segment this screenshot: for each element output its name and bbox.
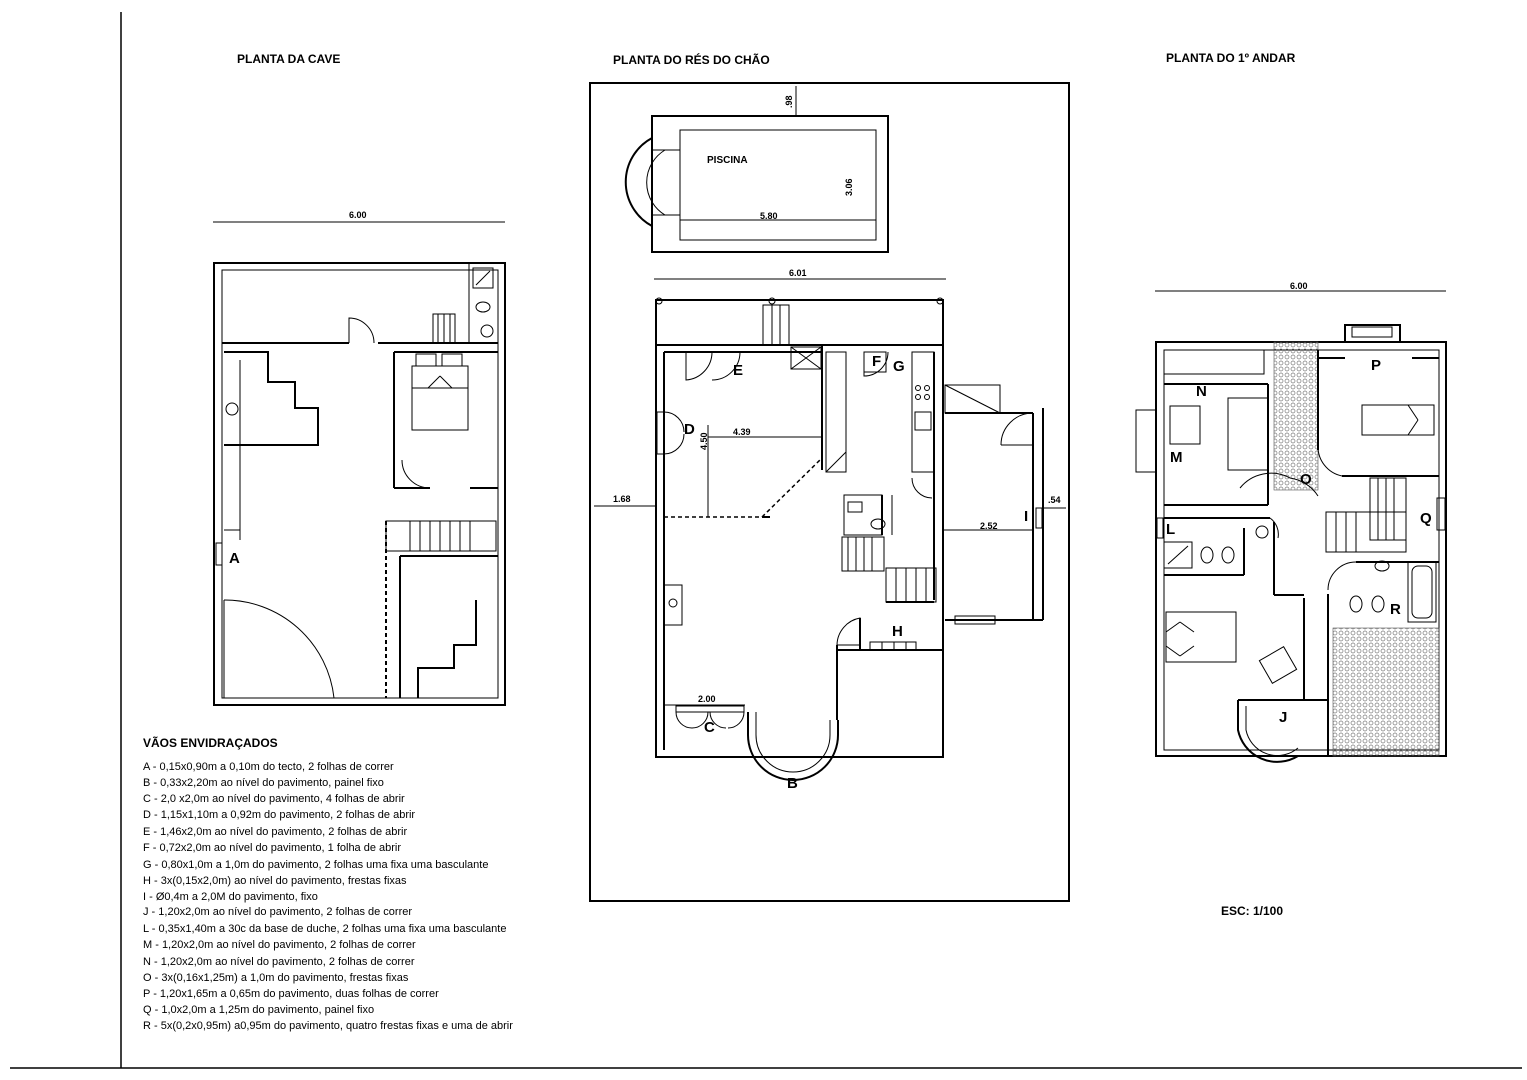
dim-rc-garage: 2.52	[980, 521, 998, 531]
pool-label: PISCINA	[707, 155, 748, 166]
opening-p-label: P	[1371, 357, 1381, 374]
dim-pool-top: .98	[784, 95, 794, 108]
opening-n-label: N	[1196, 383, 1207, 400]
legend-item: Q - 1,0x2,0m a 1,25m do pavimento, paine…	[143, 1004, 374, 1016]
opening-e-label: E	[733, 362, 743, 379]
opening-l-label: L	[1166, 521, 1175, 538]
legend-item: M - 1,20x2,0m ao nível do pavimento, 2 f…	[143, 939, 416, 951]
opening-g-label: G	[893, 358, 905, 375]
opening-h-label: H	[892, 623, 903, 640]
opening-c-label: C	[704, 719, 715, 736]
legend-item: G - 0,80x1,0m a 1,0m do pavimento, 2 fol…	[143, 859, 488, 871]
legend-item: B - 0,33x2,20m ao nível do pavimento, pa…	[143, 777, 384, 789]
sheet-border	[10, 12, 1522, 1069]
dim-pool-length: 5.80	[760, 211, 778, 221]
basement-plan: 6.00 A	[213, 210, 506, 706]
opening-b-label: B	[787, 775, 798, 792]
opening-f-label: F	[872, 353, 881, 370]
legend-item: A - 0,15x0,90m a 0,10m do tecto, 2 folha…	[143, 761, 394, 773]
dim-rc-d-height: 4.50	[699, 432, 709, 450]
title-cave: PLANTA DA CAVE	[237, 52, 340, 66]
legend-item: L - 0,35x1,40m a 30c da base de duche, 2…	[143, 923, 506, 935]
dim-rc-room-width: 4.39	[733, 427, 751, 437]
opening-a-label: A	[229, 550, 240, 567]
dim-rc-right: .54	[1048, 495, 1061, 505]
legend-item: P - 1,20x1,65m a 0,65m do pavimento, dua…	[143, 988, 439, 1000]
dim-cave-width: 6.00	[349, 210, 367, 220]
legend-item: E - 1,46x2,0m ao nível do pavimento, 2 f…	[143, 826, 407, 838]
legend-item: D - 1,15x1,10m a 0,92m do pavimento, 2 f…	[143, 809, 415, 821]
legend-item: I - Ø0,4m a 2,0M do pavimento, fixo	[143, 891, 318, 903]
opening-i-label: I	[1024, 508, 1028, 525]
dim-rc-width: 6.01	[789, 268, 807, 278]
glazing-legend: VÃOS ENVIDRAÇADOS A - 0,15x0,90m a 0,10m…	[143, 735, 513, 1032]
dim-pool-width: 3.06	[844, 178, 854, 196]
dim-rc-c-width: 2.00	[698, 694, 716, 704]
opening-m-label: M	[1170, 449, 1183, 466]
opening-o-label: O	[1300, 471, 1312, 488]
first-floor-plan: 6.00 N M P O Q	[1135, 281, 1447, 763]
opening-r-label: R	[1390, 601, 1401, 618]
scale-label: ESC: 1/100	[1221, 904, 1283, 918]
legend-item: H - 3x(0,15x2,0m) ao nível do pavimento,…	[143, 875, 407, 887]
legend-item: O - 3x(0,16x1,25m) a 1,0m do pavimento, …	[143, 972, 409, 984]
opening-d-label: D	[684, 421, 695, 438]
legend-item: F - 0,72x2,0m ao nível do pavimento, 1 f…	[143, 842, 401, 854]
legend-item: J - 1,20x2,0m ao nível do pavimento, 2 f…	[143, 906, 412, 918]
dim-rc-left: 1.68	[613, 494, 631, 504]
legend-item: N - 1,20x2,0m ao nível do pavimento, 2 f…	[143, 956, 415, 968]
legend-title: VÃOS ENVIDRAÇADOS	[143, 735, 278, 750]
title-res-do-chao: PLANTA DO RÉS DO CHÃO	[613, 52, 770, 67]
legend-item: R - 5x(0,2x0,95m) a0,95m do pavimento, q…	[143, 1020, 513, 1032]
ground-floor-plan: .98 PISCINA 5.80 3.06 6.01 E D 4.	[589, 82, 1070, 902]
legend-item: C - 2,0 x2,0m ao nível do pavimento, 4 f…	[143, 793, 405, 805]
opening-q-label: Q	[1420, 510, 1432, 527]
opening-j-label: J	[1279, 709, 1287, 726]
dim-andar-width: 6.00	[1290, 281, 1308, 291]
title-primeiro-andar: PLANTA DO 1º ANDAR	[1166, 51, 1296, 65]
